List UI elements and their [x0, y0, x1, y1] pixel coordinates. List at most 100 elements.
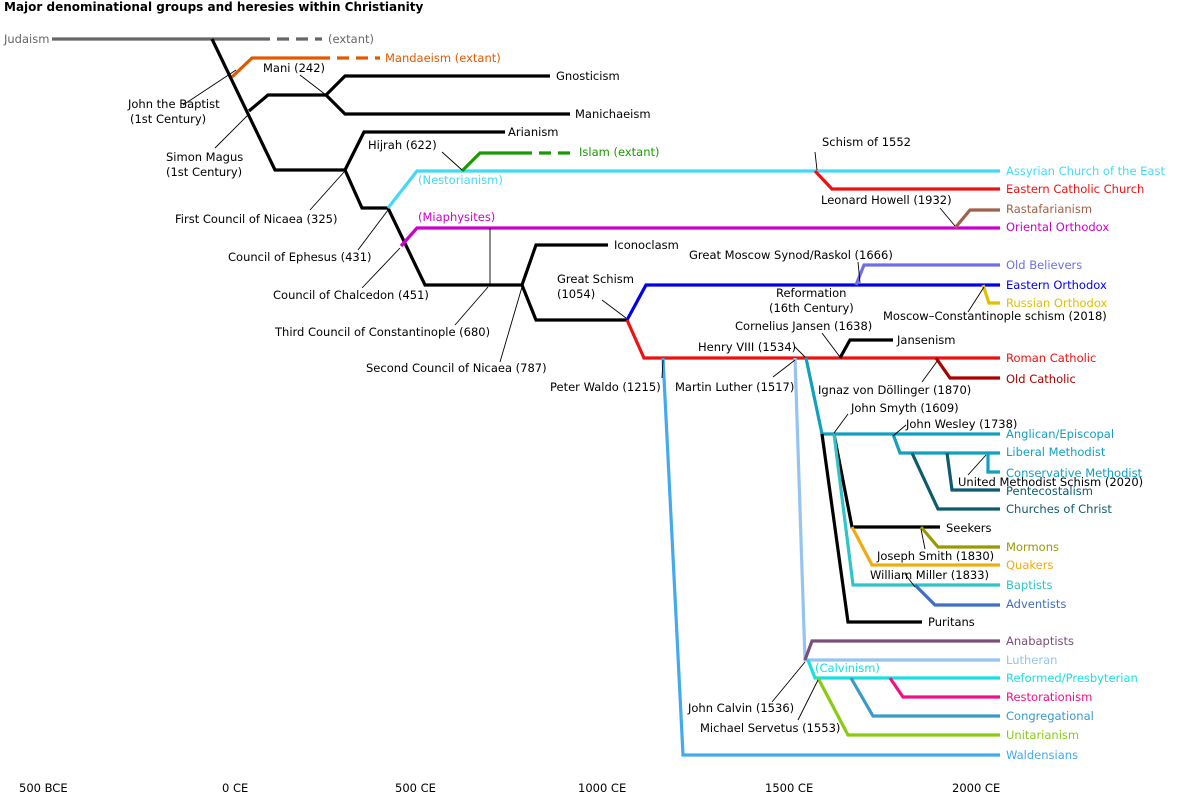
label-eastern-orthodox: Eastern Orthodox	[1006, 278, 1107, 292]
label-john-wesley: John Wesley (1738)	[905, 417, 1017, 431]
label-ephesus: Council of Ephesus (431)	[228, 250, 372, 264]
conservative-methodist-line	[986, 453, 1000, 474]
label-nestorianism: (Nestorianism)	[418, 173, 503, 187]
churches-of-christ-line	[910, 452, 1000, 511]
label-dollinger: Ignaz von Döllinger (1870)	[818, 383, 971, 397]
label-puritans: Puritans	[928, 615, 975, 629]
label-jansen: Cornelius Jansen (1638)	[735, 319, 872, 333]
label-oriental-orthodox: Oriental Orthodox	[1006, 220, 1109, 234]
label-reformed: Reformed/Presbyterian	[1006, 671, 1138, 685]
connector	[967, 454, 987, 476]
label-nicaea1: First Council of Nicaea (325)	[175, 212, 337, 226]
connector	[892, 424, 907, 437]
axis-label: 500 BCE	[19, 781, 68, 795]
unitarianism-line	[816, 677, 1000, 737]
connector	[454, 286, 489, 326]
label-congregational: Congregational	[1006, 709, 1094, 723]
label-william-miller: William Miller (1833)	[870, 568, 989, 582]
label-assyrian: Assyrian Church of the East	[1006, 164, 1165, 178]
label-servetus: Michael Servetus (1553)	[700, 721, 840, 735]
arianism-line	[343, 130, 505, 171]
connector	[661, 359, 664, 379]
restorationism-line	[888, 677, 1000, 699]
label-gnosticism: Gnosticism	[556, 69, 620, 83]
waldensians-line	[661, 357, 1000, 757]
label-judaism-extant: (extant)	[328, 32, 374, 46]
nicene-trunk	[343, 169, 627, 322]
label-anglican: Anglican/Episcopal	[1006, 427, 1114, 441]
axis-label: 2000 CE	[952, 781, 1000, 795]
connector	[920, 528, 926, 550]
connector	[441, 151, 463, 171]
baptists-line	[832, 433, 1000, 587]
label-mani: Mani (242)	[263, 61, 325, 75]
label-martin-luther: Martin Luther (1517)	[675, 380, 794, 394]
connector	[833, 413, 849, 434]
label-russian-orthodox: Russian Orthodox	[1006, 296, 1108, 310]
label-anabaptists: Anabaptists	[1006, 634, 1074, 648]
connector	[182, 69, 237, 106]
connector	[797, 679, 819, 721]
label-john-smyth: John Smyth (1609)	[850, 401, 959, 415]
label-reformation-date: (16th Century)	[769, 301, 854, 315]
axis-label: 500 CE	[395, 781, 436, 795]
label-calvinism: (Calvinism)	[815, 661, 880, 675]
label-henry-viii: Henry VIII (1534)	[698, 340, 796, 354]
mormons-line	[919, 525, 1000, 549]
label-john-calvin: John Calvin (1536)	[687, 701, 794, 715]
axis-label: 1000 CE	[578, 781, 626, 795]
label-hijrah: Hijrah (622)	[368, 138, 437, 152]
label-churches-of-christ: Churches of Christ	[1006, 502, 1112, 516]
connector	[794, 346, 806, 358]
connector	[299, 74, 327, 96]
label-roman-catholic: Roman Catholic	[1006, 351, 1096, 365]
rastafarianism-line	[953, 208, 1000, 230]
diagram-title: Major denominational groups and heresies…	[4, 0, 424, 14]
label-manichaeism: Manichaeism	[575, 107, 651, 121]
russian-orthodox-line	[981, 284, 1000, 305]
pentecostalism-line	[945, 452, 1000, 492]
label-judaism: Judaism	[3, 32, 49, 46]
label-constantinople3: Third Council of Constantinople (680)	[274, 325, 490, 339]
label-old-believers: Old Believers	[1006, 258, 1082, 272]
connector	[921, 359, 939, 383]
label-lutheran: Lutheran	[1006, 653, 1057, 667]
label-liberal-methodist: Liberal Methodist	[1006, 445, 1106, 459]
connector	[821, 332, 841, 358]
islam-line	[460, 151, 520, 173]
anabaptists-line	[803, 639, 1000, 661]
connector	[814, 151, 818, 171]
label-conservative-methodist: Conservative Methodist	[1006, 466, 1143, 480]
label-unitarianism: Unitarianism	[1006, 728, 1079, 742]
label-great-schism-date: (1054)	[557, 287, 595, 301]
label-leonard-howell: Leonard Howell (1932)	[821, 193, 952, 207]
label-moscow-synod: Great Moscow Synod/Raskol (1666)	[689, 248, 893, 262]
connector	[857, 261, 861, 284]
label-mormons: Mormons	[1006, 540, 1059, 554]
label-moscow-constantinople: Moscow–Constantinople schism (2018)	[883, 309, 1107, 323]
axis-label: 0 CE	[222, 781, 248, 795]
quakers-line	[850, 526, 1000, 567]
connector	[601, 299, 627, 319]
connector	[771, 661, 806, 703]
connector	[309, 171, 345, 211]
label-pentecostalism: Pentecostalism	[1006, 484, 1093, 498]
mandaeism-line	[230, 56, 318, 79]
label-jansenism: Jansenism	[896, 333, 955, 347]
old-catholic-line	[934, 357, 1000, 380]
connector	[939, 207, 956, 227]
connector	[361, 247, 401, 289]
liberal-methodist-line	[891, 433, 1000, 455]
connector	[967, 286, 985, 313]
label-baptists: Baptists	[1006, 578, 1052, 592]
congregational-line	[849, 677, 1000, 718]
gnosticism-line	[324, 74, 550, 97]
label-mandaeism: Mandaeism (extant)	[385, 51, 501, 65]
puritans-line	[820, 433, 922, 624]
label-restorationism: Restorationism	[1006, 690, 1092, 704]
label-rastafarianism: Rastafarianism	[1006, 202, 1092, 216]
label-simon-magus-date: (1st Century)	[166, 165, 242, 179]
adventists-line	[913, 583, 1000, 607]
early-christian-trunk	[210, 38, 345, 172]
